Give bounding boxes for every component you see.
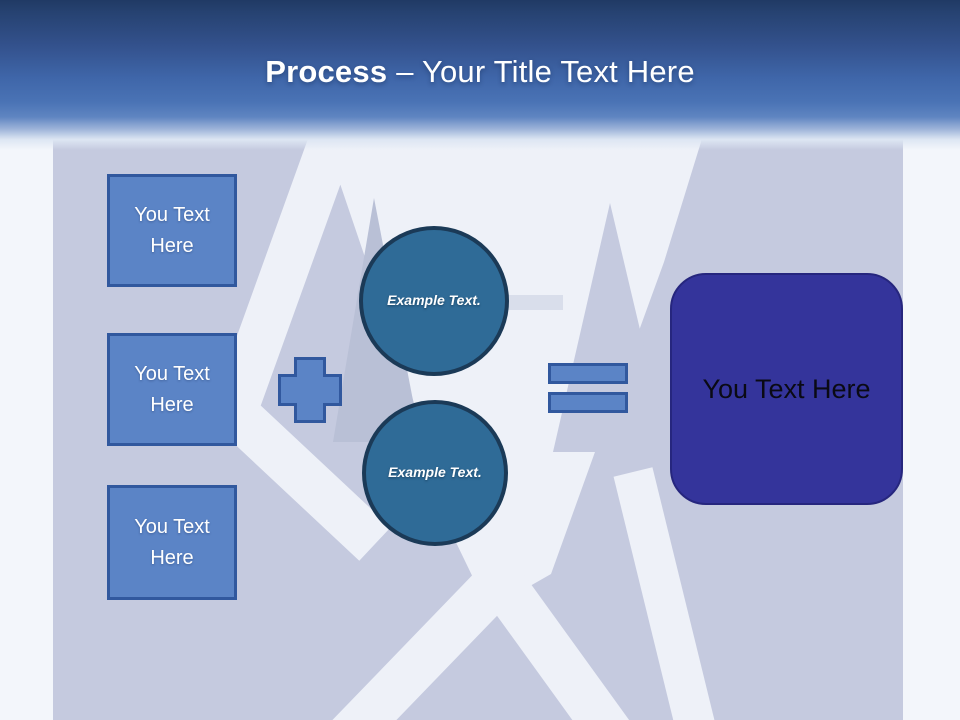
result-box-label: You Text Here: [702, 373, 871, 404]
watermark-leg-right: [482, 568, 630, 720]
input-box-2-label: You Text Here: [134, 362, 210, 416]
watermark-shadow-wedge-right: [553, 203, 669, 452]
example-circle-2-label: Example Text.: [388, 464, 482, 481]
equals-icon: [548, 392, 628, 413]
watermark-arm-bar: [501, 295, 563, 310]
watermark-leg-left: [332, 574, 507, 720]
input-box-1-label: You Text Here: [134, 203, 210, 257]
equals-icon: [548, 363, 628, 384]
plus-icon: [278, 357, 342, 423]
result-box[interactable]: You Text Here: [670, 273, 903, 505]
slide-title-emphasis: Process: [265, 54, 388, 89]
slide-title-rest: – Your Title Text Here: [396, 54, 695, 89]
slide-title[interactable]: Process– Your Title Text Here: [0, 54, 960, 90]
watermark-leg-far-right: [613, 467, 715, 720]
example-circle-2[interactable]: Example Text.: [362, 400, 508, 546]
example-circle-1[interactable]: Example Text.: [359, 226, 509, 376]
input-box-3-label: You Text Here: [134, 515, 210, 569]
plus-operator-shape[interactable]: [278, 357, 342, 428]
input-box-3[interactable]: You Text Here: [107, 485, 237, 600]
input-box-2[interactable]: You Text Here: [107, 333, 237, 446]
example-circle-1-label: Example Text.: [387, 292, 481, 309]
input-box-1[interactable]: You Text Here: [107, 174, 237, 287]
equals-operator-shape[interactable]: [548, 363, 628, 413]
